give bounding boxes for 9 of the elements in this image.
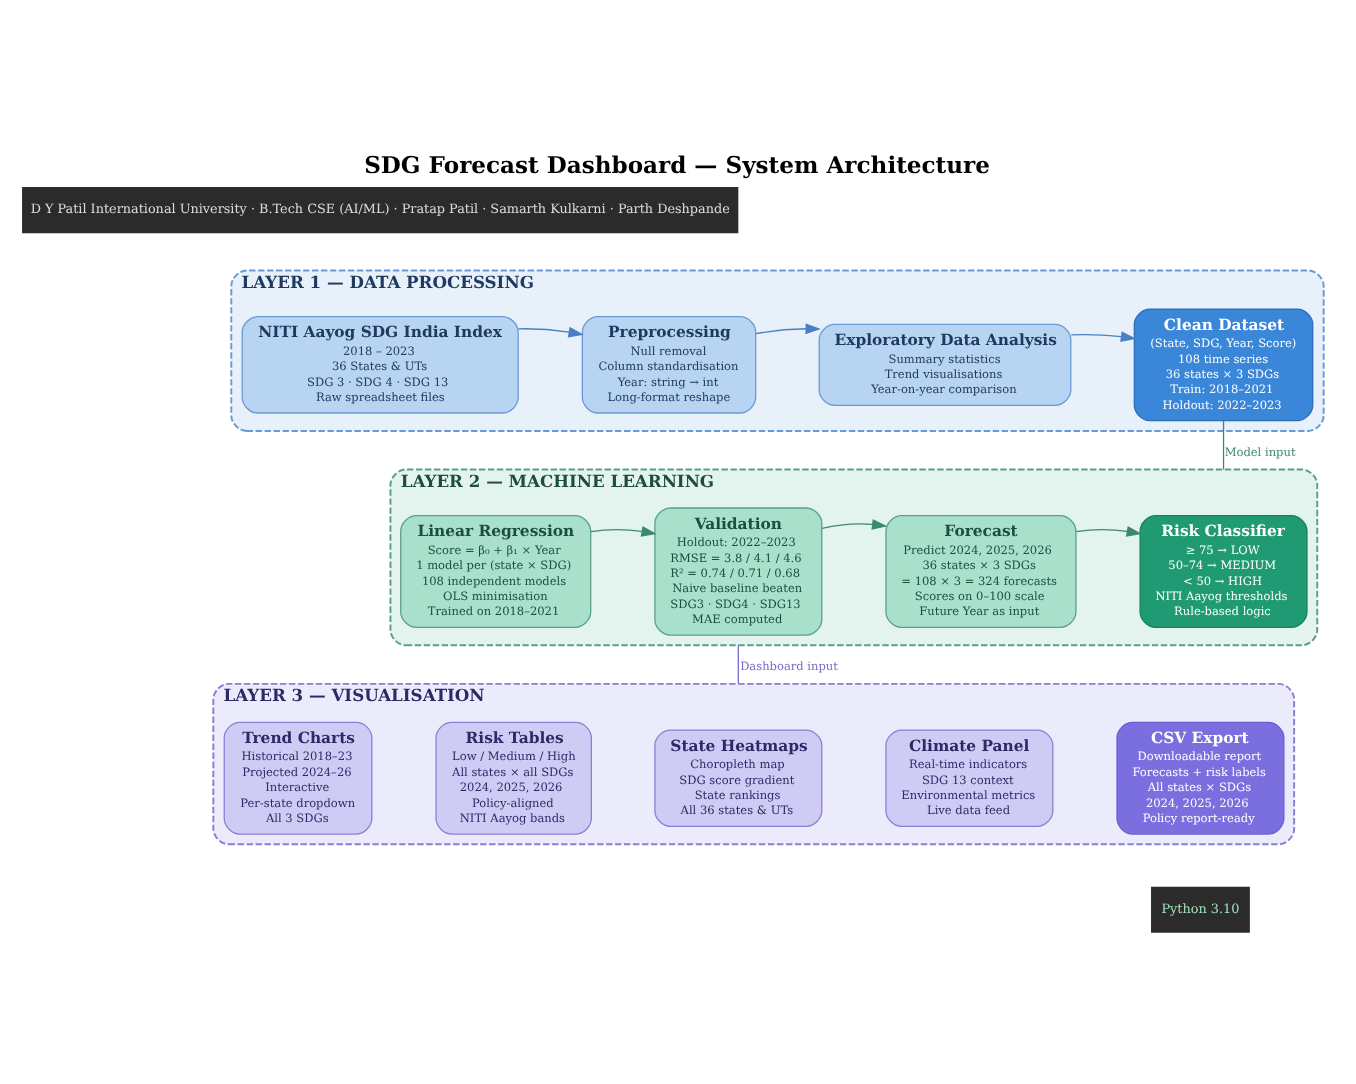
arrow <box>1075 526 1142 537</box>
arrow <box>1070 331 1137 342</box>
arrow <box>755 323 821 335</box>
arrow <box>590 526 657 537</box>
arrow <box>517 326 584 338</box>
connector <box>737 644 739 685</box>
connector <box>1222 420 1225 471</box>
arrow <box>821 519 888 530</box>
diagram-title: SDG Forecast Dashboard — System Architecture <box>364 151 990 180</box>
